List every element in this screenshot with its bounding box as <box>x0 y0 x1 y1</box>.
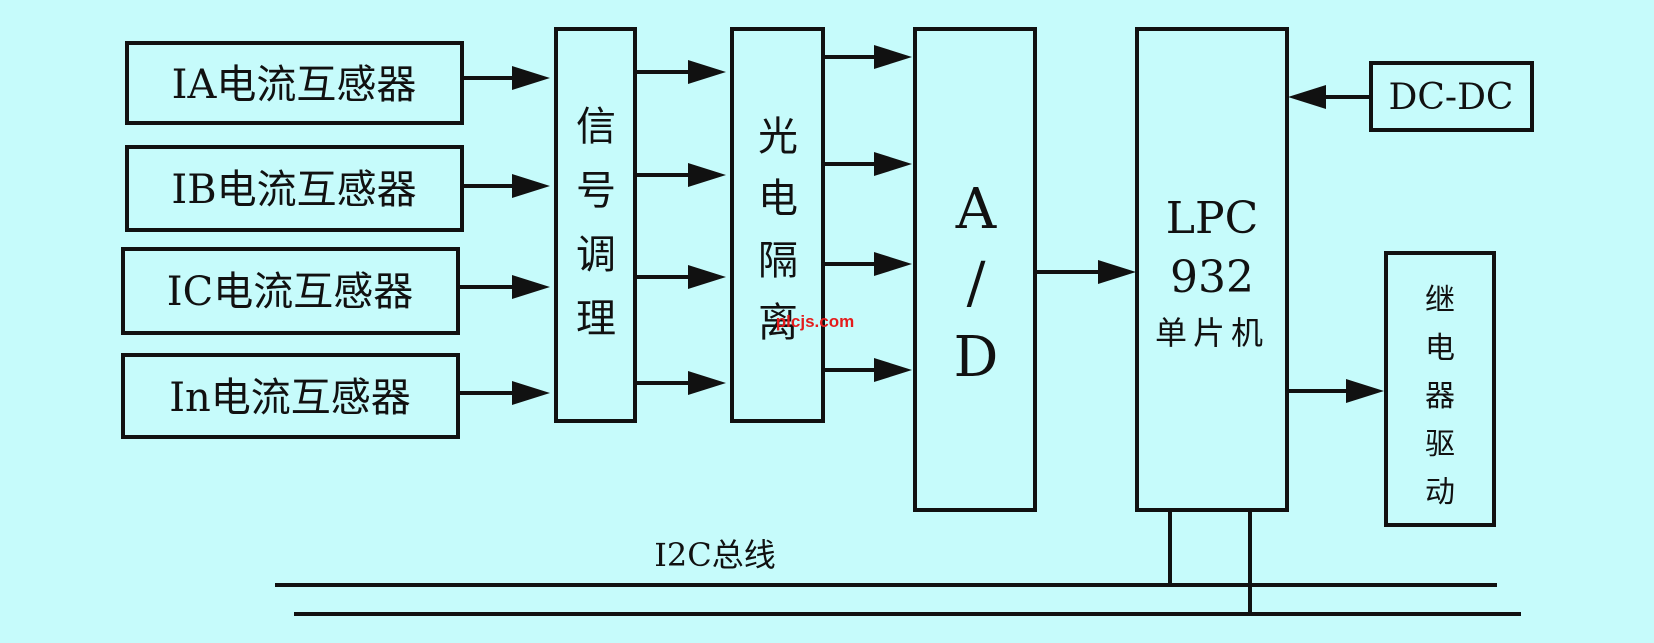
mcu-block: LPC 932 单片机 <box>1135 27 1289 512</box>
sensor-ic-label: IC电流互感器 <box>167 269 413 315</box>
opto-isolation-block: 光电隔离 <box>730 27 825 423</box>
adc-box <box>913 27 1037 512</box>
sensor-ia-box <box>125 41 464 125</box>
dcdc-label: DC-DC <box>1389 77 1514 118</box>
mcu-to-relay-arrow <box>1287 379 1384 403</box>
sensor-ic-box <box>121 247 460 335</box>
arrow-head <box>688 60 726 84</box>
arrow-head <box>688 163 726 187</box>
mcu-label-line2: 932 <box>1170 252 1254 303</box>
sensor-ic-block: IC电流互感器 <box>121 247 460 335</box>
signal-conditioning-label: 信号调理 <box>576 104 616 342</box>
arrow-head <box>1288 85 1326 109</box>
adc-to-mcu-arrow <box>1035 260 1136 284</box>
i2c-bus: I2C总线 <box>275 510 1521 616</box>
conditioning-arrows <box>635 60 726 395</box>
arrow-head <box>688 371 726 395</box>
mcu-label-line1: LPC <box>1166 193 1259 244</box>
arrow-head <box>512 275 550 299</box>
arrow-head <box>512 381 550 405</box>
sensor-in-block: In电流互感器 <box>121 353 460 439</box>
dcdc-box <box>1369 61 1534 132</box>
sensor-arrows <box>458 66 550 405</box>
opto-isolation-label: 光电隔离 <box>758 114 798 346</box>
sensor-in-box <box>121 353 460 439</box>
relay-driver-label: 继电器驱动 <box>1425 283 1455 510</box>
arrow-head <box>874 358 912 382</box>
sensor-ia-block: IA电流互感器 <box>125 41 464 125</box>
arrow-head <box>874 152 912 176</box>
adc-block: A/D <box>913 27 1037 512</box>
arrow-head <box>512 174 550 198</box>
arrow-head <box>874 45 912 69</box>
signal-conditioning-block: 信号调理 <box>554 27 637 423</box>
signal-conditioning-box <box>554 27 637 423</box>
opto-isolation-box <box>730 27 825 423</box>
sensor-in-label: In电流互感器 <box>169 375 411 421</box>
opto-arrows <box>823 45 912 382</box>
sensor-ia-label: IA电流互感器 <box>172 62 417 108</box>
sensor-ib-block: IB电流互感器 <box>125 145 464 232</box>
sensor-ib-box <box>125 145 464 232</box>
bus-label: I2C总线 <box>654 536 776 574</box>
mcu-box <box>1135 27 1289 512</box>
dcdc-to-mcu-arrow <box>1288 85 1371 109</box>
arrow-head <box>1346 379 1384 403</box>
arrow-head <box>512 66 550 90</box>
arrow-head <box>688 265 726 289</box>
mcu-label-line3: 单片机 <box>1155 314 1269 352</box>
relay-driver-block: 继电器驱动 <box>1384 251 1496 527</box>
dcdc-block: DC-DC <box>1369 61 1534 132</box>
arrow-head <box>1098 260 1136 284</box>
arrow-head <box>874 252 912 276</box>
adc-label: A/D <box>954 177 999 390</box>
relay-driver-box <box>1384 251 1496 527</box>
watermark-text: plcjs.com <box>776 312 854 331</box>
sensor-ib-label: IB电流互感器 <box>171 167 416 213</box>
